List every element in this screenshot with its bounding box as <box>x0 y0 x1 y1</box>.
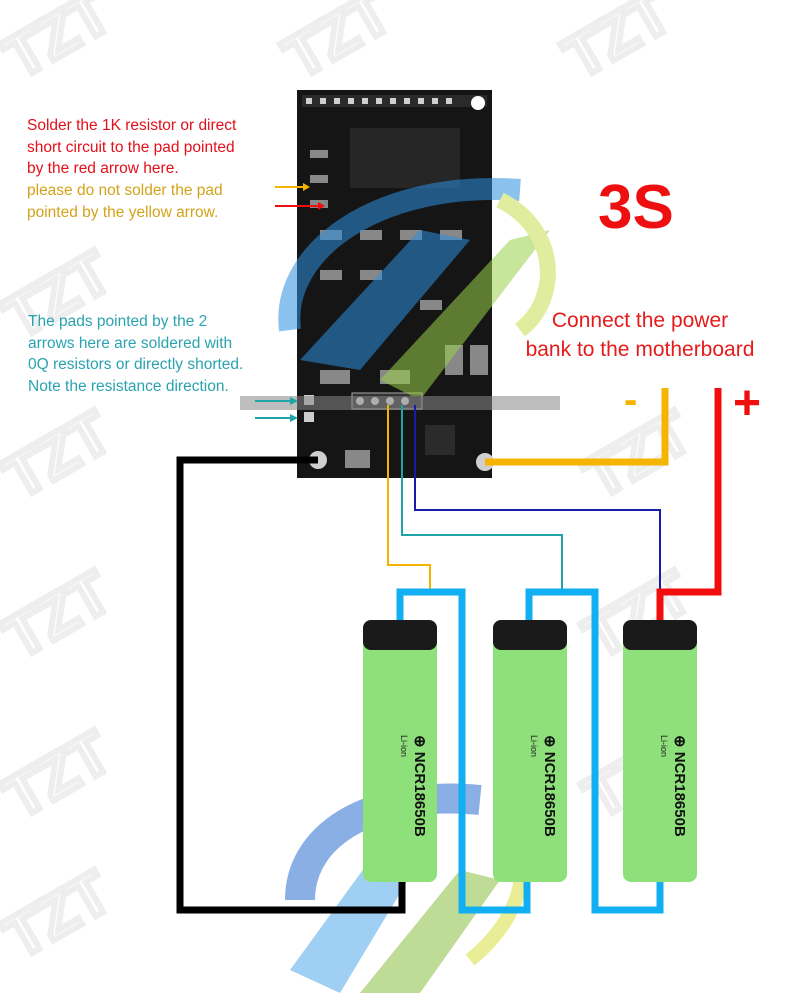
battery-chemistry: Li-ion <box>529 735 539 757</box>
svg-text:TZT: TZT <box>573 398 702 511</box>
svg-text:TZT: TZT <box>0 0 122 91</box>
pointer-arrows <box>255 183 325 422</box>
config-label: 3S <box>598 173 674 242</box>
battery-cap <box>493 620 567 650</box>
wire-blue-series-2 <box>525 588 664 914</box>
battery-model: ⊕ NCR18650B <box>411 735 428 837</box>
battery-model: ⊕ NCR18650B <box>541 735 558 837</box>
wire-red-positive <box>656 388 722 622</box>
svg-text:TZT: TZT <box>0 858 122 971</box>
wire-yellow-negative <box>485 388 669 466</box>
plus-label: + <box>733 377 762 430</box>
battery-chemistry: Li-ion <box>399 735 409 757</box>
wire-blue-series-1 <box>396 588 531 914</box>
svg-text:TZT: TZT <box>0 718 122 831</box>
battery-chemistry: Li-ion <box>659 735 669 757</box>
note-yellow-pad: please do not solder the pad pointed by … <box>27 182 223 221</box>
battery-model: ⊕ NCR18650B <box>671 735 688 837</box>
note-red-pad: Solder the 1K resistor or direct short c… <box>27 117 237 177</box>
minus-label: - <box>624 378 638 422</box>
battery-body <box>623 620 697 882</box>
wire-black-negative <box>176 456 406 914</box>
battery-body <box>493 620 567 882</box>
balance-wire-navy <box>414 405 661 592</box>
svg-text:TZT: TZT <box>0 558 122 671</box>
battery-cap <box>363 620 437 650</box>
connect-label: Connect the power bank to the motherboar… <box>525 309 755 361</box>
note-teal-pads: The pads pointed by the 2 arrows here ar… <box>28 313 244 395</box>
balance-wire-yellow <box>387 405 431 592</box>
svg-text:TZT: TZT <box>553 0 682 91</box>
battery-body <box>363 620 437 882</box>
svg-text:TZT: TZT <box>273 0 402 91</box>
balance-wire-teal <box>401 405 563 592</box>
battery-cap <box>623 620 697 650</box>
svg-text:TZT: TZT <box>0 398 122 511</box>
